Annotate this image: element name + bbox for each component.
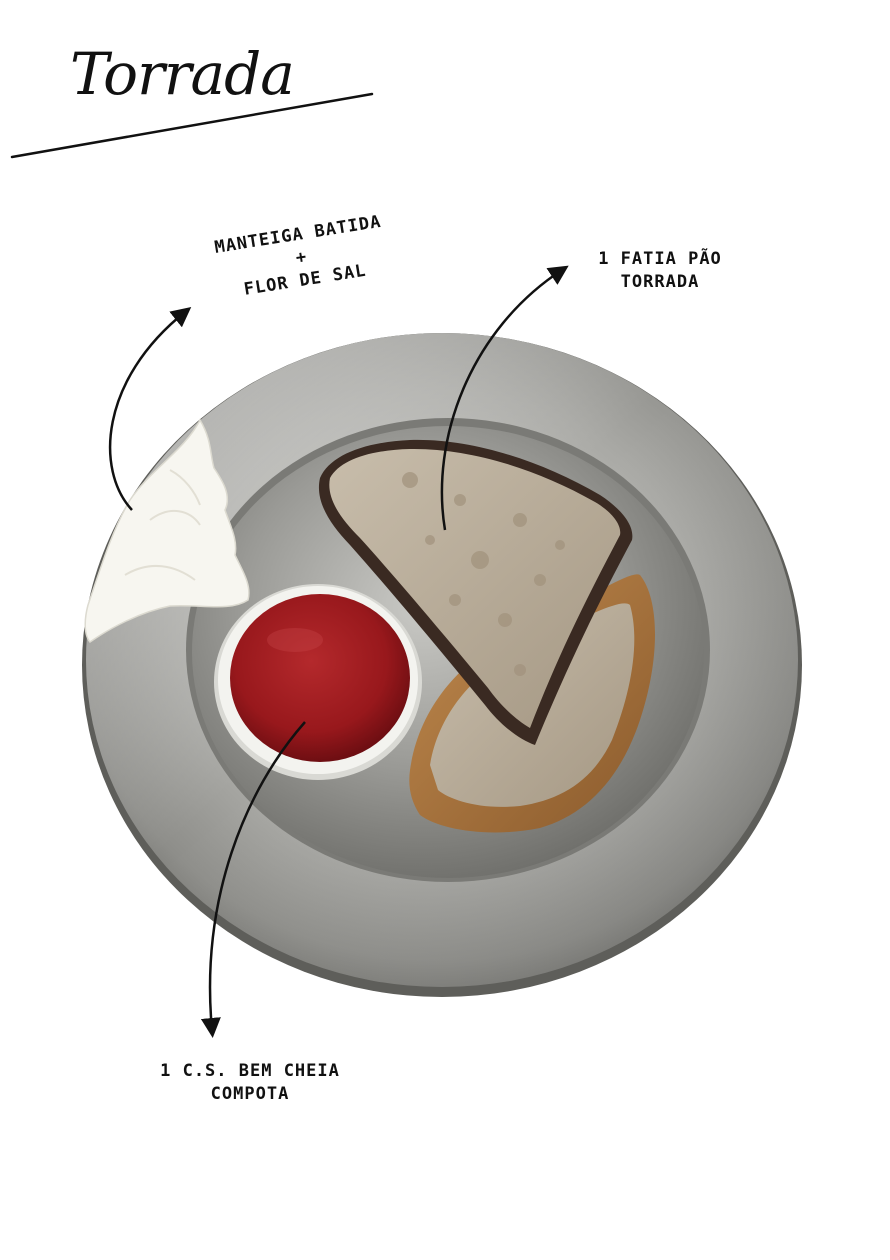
annotation-jam: 1 C.S. BEM CHEIA COMPOTA <box>150 1060 350 1106</box>
arrow-butter <box>108 306 192 511</box>
arrow-jam <box>200 721 306 1038</box>
plate <box>82 333 802 997</box>
annotation-bread-line: 1 FATIA PÃO <box>598 249 722 269</box>
jam-ramekin <box>214 584 422 780</box>
annotation-bread-line: TORRADA <box>620 271 700 292</box>
toast-slice-front <box>318 439 633 745</box>
whipped-butter <box>84 418 250 644</box>
annotation-jam-line: COMPOTA <box>210 1083 290 1104</box>
title-underline <box>10 92 374 159</box>
page-title: Torrada <box>70 40 295 108</box>
arrow-bread <box>440 265 569 531</box>
annotation-bread: 1 FATIA PÃO TORRADA <box>585 248 735 294</box>
annotation-jam-line: 1 C.S. BEM CHEIA <box>160 1061 340 1081</box>
